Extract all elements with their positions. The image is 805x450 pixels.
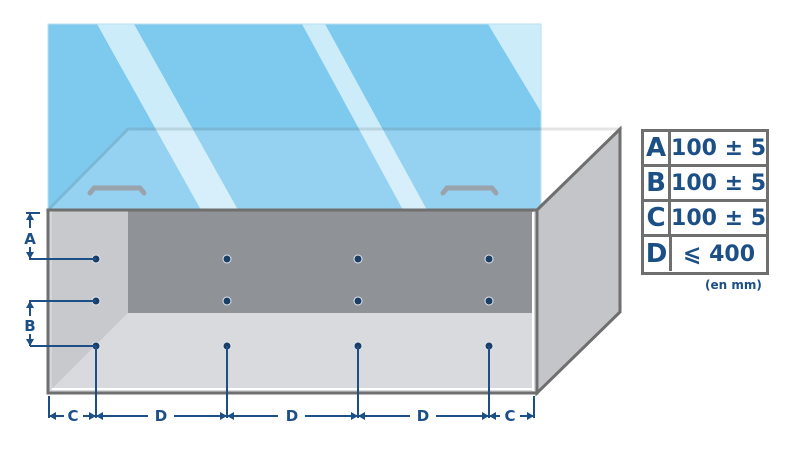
dimension-arrows — [26, 213, 534, 420]
table-value: ⩽ 400 — [682, 241, 755, 267]
dim-label-b: B — [24, 317, 35, 335]
dim-label-c-right: C — [504, 407, 515, 425]
table-row: A 100 ± 5 — [644, 132, 766, 167]
dim-label-d-2: D — [286, 407, 298, 425]
fixing-point — [222, 254, 232, 264]
dimension-table: A 100 ± 5 B 100 ± 5 C 100 ± 5 D ⩽ 400 — [641, 129, 769, 275]
fixing-point — [484, 254, 494, 264]
dim-label-d-1: D — [155, 407, 167, 425]
unit-note: (en mm) — [705, 278, 762, 292]
table-key: A — [644, 132, 672, 164]
glass-panel — [47, 23, 542, 211]
table-value: 100 ± 5 — [671, 205, 766, 231]
table-key: B — [644, 167, 672, 199]
handle-left — [87, 185, 147, 196]
table-row: B 100 ± 5 — [644, 167, 766, 202]
fixing-point — [353, 254, 363, 264]
fixing-point — [353, 296, 363, 306]
table-value: 100 ± 5 — [671, 170, 766, 196]
dim-label-d-3: D — [417, 407, 429, 425]
box-front-face — [46, 208, 539, 395]
fixing-point — [222, 296, 232, 306]
box-top-rim — [44, 127, 624, 212]
table-key: D — [644, 237, 672, 271]
table-row: C 100 ± 5 — [644, 202, 766, 237]
dim-label-a: A — [24, 230, 36, 248]
table-value: 100 ± 5 — [671, 135, 766, 161]
table-row: D ⩽ 400 — [644, 237, 766, 271]
fixing-point — [484, 296, 494, 306]
table-key: C — [644, 202, 672, 234]
handle-right — [440, 185, 499, 196]
dim-label-c-left: C — [67, 407, 78, 425]
